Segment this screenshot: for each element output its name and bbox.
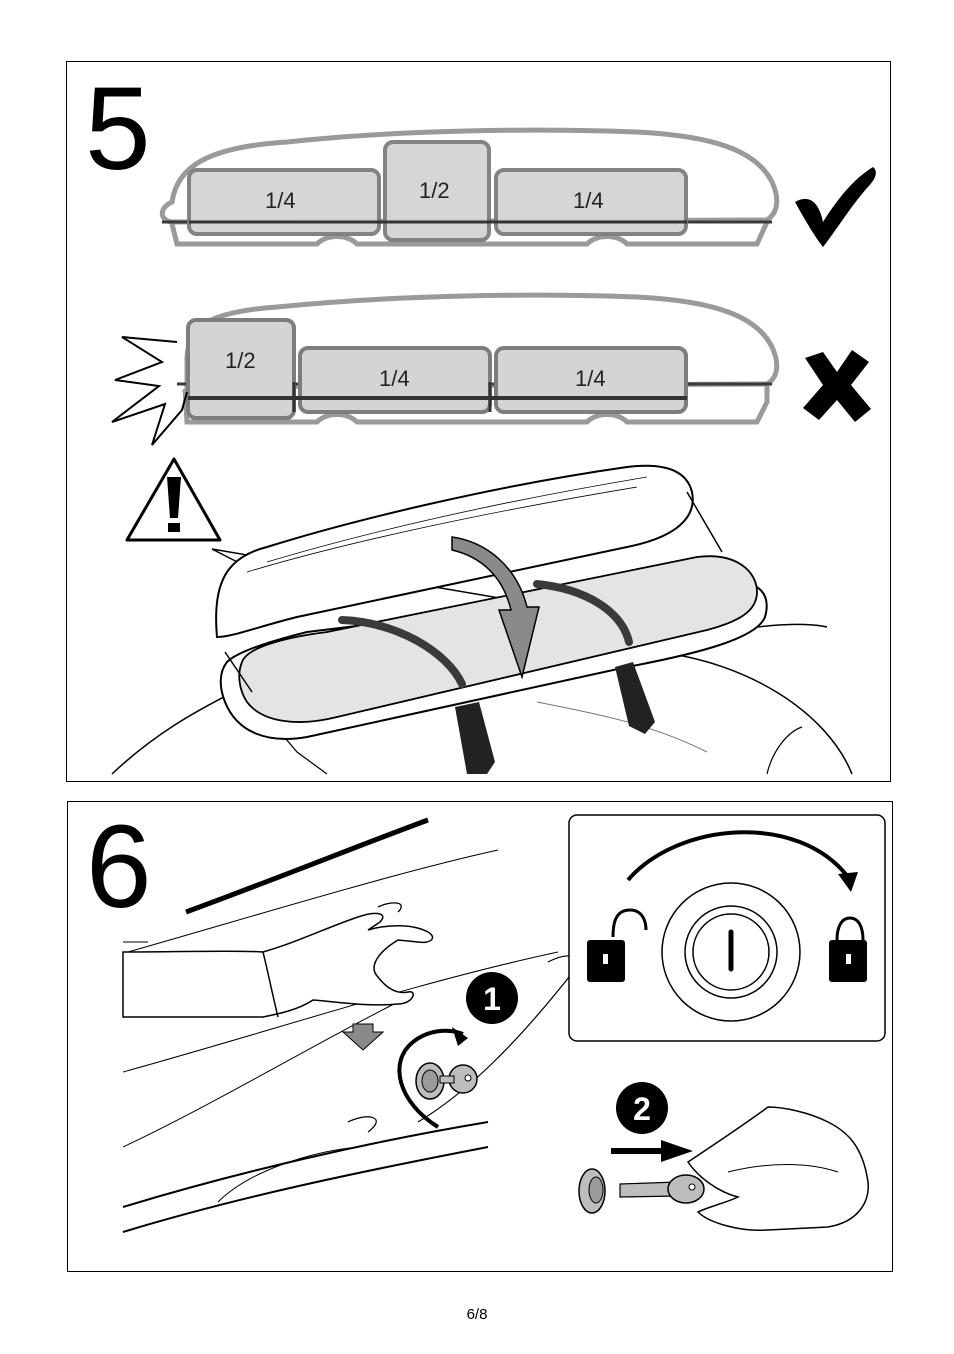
roof-box-incorrect: 1/2 1/4 1/4	[112, 295, 777, 445]
segment-label: 1/2	[225, 348, 256, 373]
warning-triangle-icon	[127, 459, 220, 540]
step-badge-1: 1	[466, 972, 518, 1024]
step-5-panel: 5 1/4 1/2 1/4	[66, 61, 891, 782]
step-6-illustration: 1	[68, 802, 893, 1272]
segment-label: 1/4	[573, 188, 604, 213]
cross-icon	[803, 350, 871, 422]
key-and-cylinder	[579, 1107, 868, 1230]
roof-box-side	[123, 820, 576, 1232]
roof-box-correct: 1/4 1/2 1/4	[162, 130, 777, 244]
step-badge-2: 2	[616, 1082, 668, 1134]
step-5-illustration: 1/4 1/2 1/4 1/2 1/4 1/4	[67, 62, 891, 782]
checkmark-icon	[795, 167, 876, 247]
svg-text:1: 1	[483, 981, 501, 1017]
segment-label: 1/2	[419, 178, 450, 203]
page-number: 6/8	[0, 1306, 954, 1323]
pull-arrow	[611, 1140, 693, 1162]
svg-text:2: 2	[633, 1091, 651, 1127]
segment-label: 1/4	[265, 188, 296, 213]
lock-cylinder-icon	[662, 883, 800, 1021]
open-roof-box	[112, 466, 852, 774]
lock-inset	[569, 815, 885, 1041]
segment-label: 1/4	[379, 366, 410, 391]
step-6-panel: 6	[67, 801, 893, 1272]
segment-label: 1/4	[575, 366, 606, 391]
